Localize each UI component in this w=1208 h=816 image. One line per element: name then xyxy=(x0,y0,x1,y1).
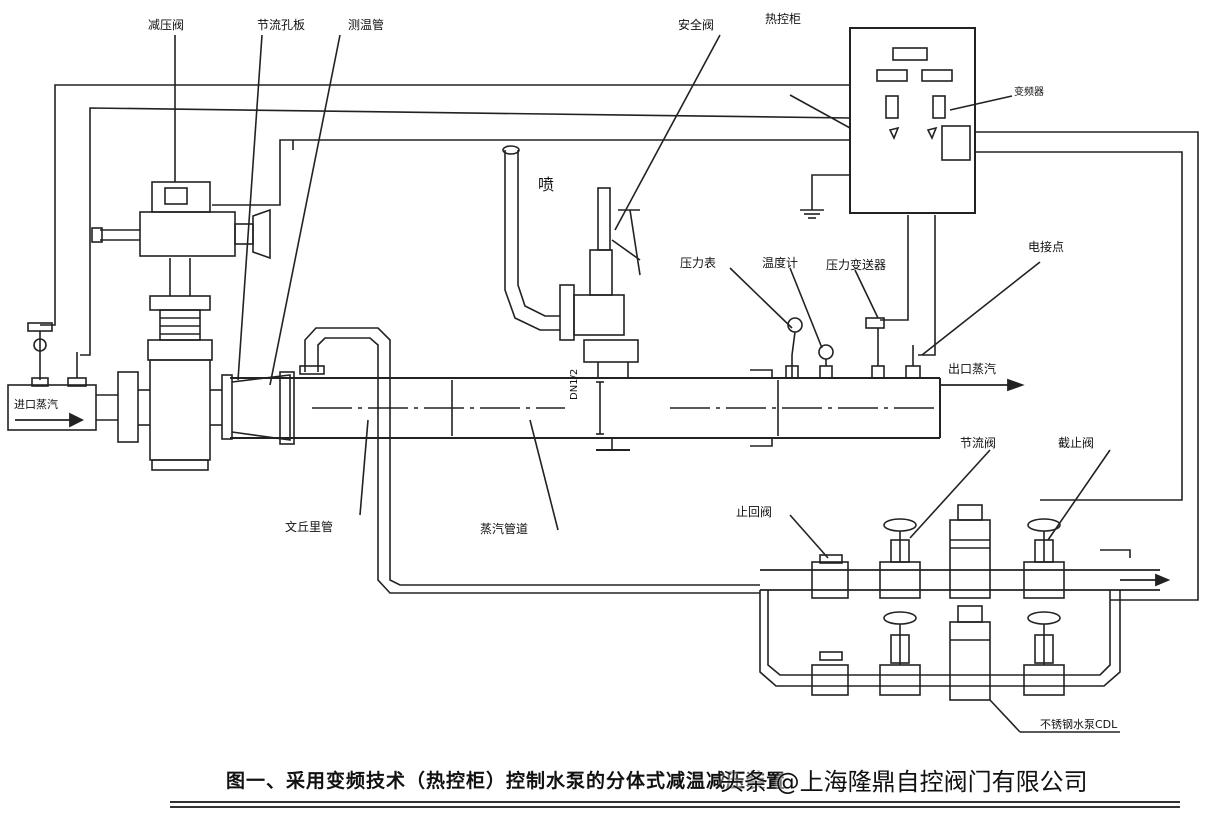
label-check-valve: 止回阀 xyxy=(736,505,773,519)
label-control-cabinet: 热控柜 xyxy=(765,12,802,26)
label-exhaust-mark: 喷 xyxy=(538,175,555,194)
throttle-valve-upper xyxy=(879,561,921,599)
label-venturi-pipe: 文丘里管 xyxy=(285,520,334,534)
signal-line-pump xyxy=(975,151,1183,501)
control-cabinet xyxy=(849,27,976,214)
figure-caption: 图一、采用变频技术（热控柜）控制水泵的分体式减温减压装置 xyxy=(226,770,787,792)
pump-upper xyxy=(949,519,991,599)
label-throttle-valve: 节流阀 xyxy=(960,436,997,450)
label-pressure-gauge: 压力表 xyxy=(680,256,717,270)
label-thermometer: 温度计 xyxy=(762,256,799,270)
throttle-valve-lower xyxy=(879,664,921,696)
signal-line-transmitter xyxy=(880,215,909,321)
label-steam-pipe: 蒸汽管道 xyxy=(480,522,529,536)
pump-lower xyxy=(949,621,991,701)
signal-line-outer xyxy=(975,131,1199,601)
check-valve-lower xyxy=(811,664,849,696)
frequency-converter xyxy=(941,125,971,161)
stop-valve-upper xyxy=(1023,561,1065,599)
label-inlet-steam: 进口蒸汽 xyxy=(14,398,58,411)
label-frequency-converter: 变频器 xyxy=(1014,87,1044,98)
label-outlet-steam: 出口蒸汽 xyxy=(948,362,997,376)
caption-rule-2 xyxy=(170,806,1180,808)
label-temperature-sensor: 测温管 xyxy=(348,18,385,32)
inlet-block xyxy=(7,384,97,431)
pressure-reducing-valve xyxy=(151,181,211,213)
signal-line-sensor xyxy=(918,215,936,356)
label-sensor-valve: 电接点 xyxy=(1028,240,1065,254)
label-pump-model: 不锈钢水泵CDL xyxy=(1040,718,1118,731)
signal-line-1 xyxy=(40,84,850,326)
caption-rule-1 xyxy=(170,801,1180,803)
stop-valve-lower xyxy=(1023,664,1065,696)
label-dn-mark: DN1/2 xyxy=(569,368,580,400)
check-valve-upper xyxy=(811,561,849,599)
label-safety-valve: 安全阀 xyxy=(678,18,715,32)
label-stop-valve: 截止阀 xyxy=(1058,436,1095,450)
label-orifice-plate: 节流孔板 xyxy=(257,18,306,32)
label-pressure-reducing-valve: 减压阀 xyxy=(148,18,185,32)
ground-line xyxy=(811,174,850,210)
label-pressure-transmitter: 压力变送器 xyxy=(826,258,887,272)
watermark: 头条 @上海隆鼎自控阀门有限公司 xyxy=(720,768,1088,796)
signal-line-3 xyxy=(212,139,850,206)
signal-line-2 xyxy=(80,107,851,356)
